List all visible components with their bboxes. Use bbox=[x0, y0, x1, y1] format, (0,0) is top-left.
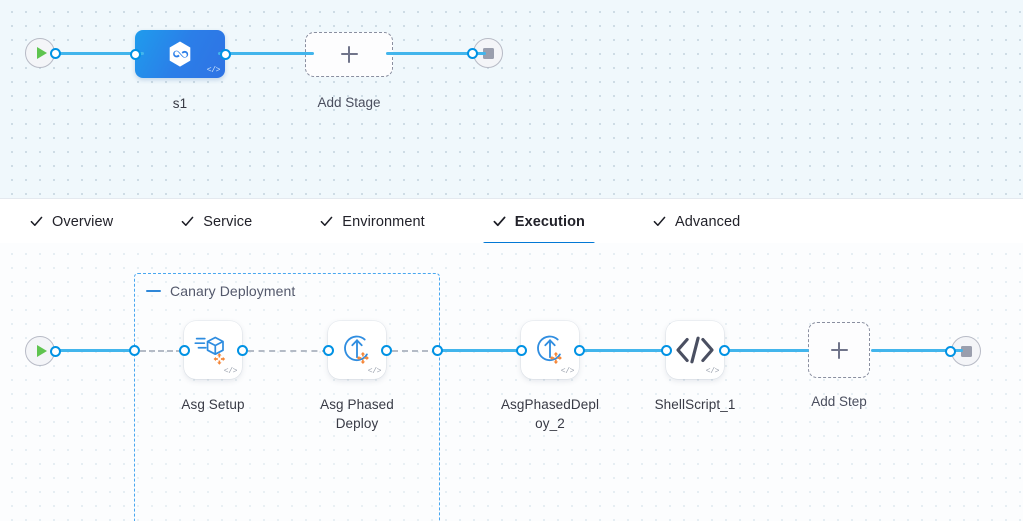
plus-icon bbox=[340, 46, 358, 63]
step-label-line: Deploy bbox=[335, 416, 379, 431]
step-asg-phased-deploy-out-port[interactable] bbox=[380, 344, 392, 356]
step-link-step3-to-step4 bbox=[583, 349, 669, 352]
tab-overview-label: Overview bbox=[52, 213, 114, 230]
plus-icon bbox=[830, 341, 848, 359]
step-node-label-asgphaseddeploy-2: AsgPhasedDepl oy_2 bbox=[490, 395, 610, 433]
asg-deploy-icon bbox=[344, 335, 369, 364]
step-shellscript-1-in-port[interactable] bbox=[660, 344, 672, 356]
tab-service-label: Service bbox=[203, 213, 253, 230]
stop-icon bbox=[960, 345, 972, 357]
tab-environment-label: Environment bbox=[342, 213, 425, 230]
step-link-start bbox=[52, 349, 138, 352]
step-label-line: oy_2 bbox=[535, 416, 565, 431]
step-start-port[interactable] bbox=[50, 345, 61, 357]
step-group-title: Canary Deployment bbox=[170, 283, 296, 299]
step-code-badge: </> bbox=[367, 367, 382, 376]
step-label-line: Asg Setup bbox=[181, 397, 245, 412]
step-link-add-to-stop bbox=[871, 349, 963, 352]
play-icon bbox=[36, 345, 47, 357]
step-asg-phased-deploy-in-port[interactable] bbox=[322, 344, 334, 356]
step-label-line: Asg Phased bbox=[320, 397, 394, 412]
stage-node-label: s1 bbox=[172, 96, 188, 111]
stage-link-add-to-stop bbox=[386, 52, 486, 55]
stage-stop-node[interactable] bbox=[467, 38, 503, 68]
step-node-asg-phased-deploy[interactable]: </> bbox=[322, 321, 392, 379]
tab-list: Overview Service Environment Execution bbox=[0, 199, 1023, 245]
asg-deploy-icon bbox=[537, 335, 562, 364]
step-group-header[interactable]: Canary Deployment bbox=[146, 283, 295, 299]
stage-start-node[interactable] bbox=[25, 38, 61, 68]
tab-advanced[interactable]: Advanced bbox=[643, 199, 750, 244]
tab-execution-label: Execution bbox=[514, 213, 585, 230]
hexagon-infinity-icon bbox=[169, 41, 191, 67]
step-asg-setup-in-port[interactable] bbox=[178, 344, 190, 356]
stage-node-s1[interactable]: </> bbox=[129, 30, 231, 78]
stage-config-tabbar: Overview Service Environment Execution bbox=[0, 198, 1023, 245]
tab-advanced-label: Advanced bbox=[675, 213, 741, 230]
stop-node-circle bbox=[951, 336, 981, 366]
step-asgphaseddeploy-2-in-port[interactable] bbox=[515, 344, 527, 356]
stage-link-start bbox=[52, 52, 144, 55]
stop-icon bbox=[482, 47, 494, 59]
check-icon bbox=[30, 215, 43, 228]
check-icon bbox=[320, 215, 333, 228]
step-label-line: AsgPhasedDepl bbox=[500, 397, 600, 412]
add-step-label: Add Step bbox=[811, 394, 867, 409]
tab-overview[interactable]: Overview bbox=[20, 199, 123, 244]
step-dashed-link-a bbox=[140, 350, 182, 352]
step-code-badge: </> bbox=[705, 367, 720, 376]
check-icon bbox=[653, 215, 666, 228]
code-icon bbox=[676, 336, 714, 364]
step-link-group-to-step3 bbox=[437, 349, 523, 352]
step-node-asg-setup[interactable]: </> bbox=[178, 321, 248, 379]
check-icon bbox=[493, 215, 506, 228]
step-node-label-shellscript-1: ShellScript_1 bbox=[635, 395, 755, 414]
step-node-label-asg-phased-deploy: Asg Phased Deploy bbox=[297, 395, 417, 433]
stage-link-stage-to-add bbox=[218, 52, 314, 55]
tab-execution[interactable]: Execution bbox=[482, 199, 596, 245]
step-link-step4-to-add bbox=[725, 349, 809, 352]
stage-canvas[interactable]: </> s1 Add Stage bbox=[0, 0, 1023, 198]
asg-setup-icon bbox=[194, 336, 226, 365]
step-group-out-port[interactable] bbox=[432, 345, 443, 356]
step-shellscript-1-out-port[interactable] bbox=[718, 344, 730, 356]
step-group-in-port[interactable] bbox=[129, 345, 140, 356]
add-stage-label: Add Stage bbox=[317, 95, 381, 110]
step-stop-node[interactable] bbox=[945, 336, 981, 366]
step-asgphaseddeploy-2-out-port[interactable] bbox=[573, 344, 585, 356]
stage-start-port[interactable] bbox=[50, 47, 61, 59]
step-group-canary-deployment[interactable] bbox=[134, 273, 440, 521]
step-dashed-link-b bbox=[248, 350, 328, 352]
step-node-label-asg-setup: Asg Setup bbox=[153, 395, 273, 414]
stage-in-port[interactable] bbox=[129, 48, 141, 60]
minus-icon[interactable] bbox=[146, 289, 161, 293]
execution-steps-canvas[interactable]: Canary Deployment bbox=[0, 243, 1023, 521]
check-icon bbox=[181, 215, 194, 228]
stage-code-badge: </> bbox=[206, 66, 221, 75]
tab-service[interactable]: Service bbox=[171, 199, 262, 244]
stage-stop-port[interactable] bbox=[467, 47, 478, 59]
step-node-asgphaseddeploy-2[interactable]: </> bbox=[515, 321, 585, 379]
step-dashed-link-c bbox=[392, 350, 438, 352]
step-code-badge: </> bbox=[223, 367, 238, 376]
play-icon bbox=[36, 47, 47, 59]
tab-environment[interactable]: Environment bbox=[310, 199, 435, 244]
add-stage-button[interactable] bbox=[305, 32, 393, 77]
step-label-line: ShellScript_1 bbox=[654, 397, 736, 412]
stage-out-port[interactable] bbox=[219, 48, 231, 60]
step-asg-setup-out-port[interactable] bbox=[236, 344, 248, 356]
add-step-button[interactable] bbox=[808, 322, 870, 378]
step-code-badge: </> bbox=[560, 367, 575, 376]
step-start-node[interactable] bbox=[25, 336, 61, 366]
step-stop-port[interactable] bbox=[945, 345, 956, 357]
step-node-shellscript-1[interactable]: </> bbox=[660, 321, 730, 379]
